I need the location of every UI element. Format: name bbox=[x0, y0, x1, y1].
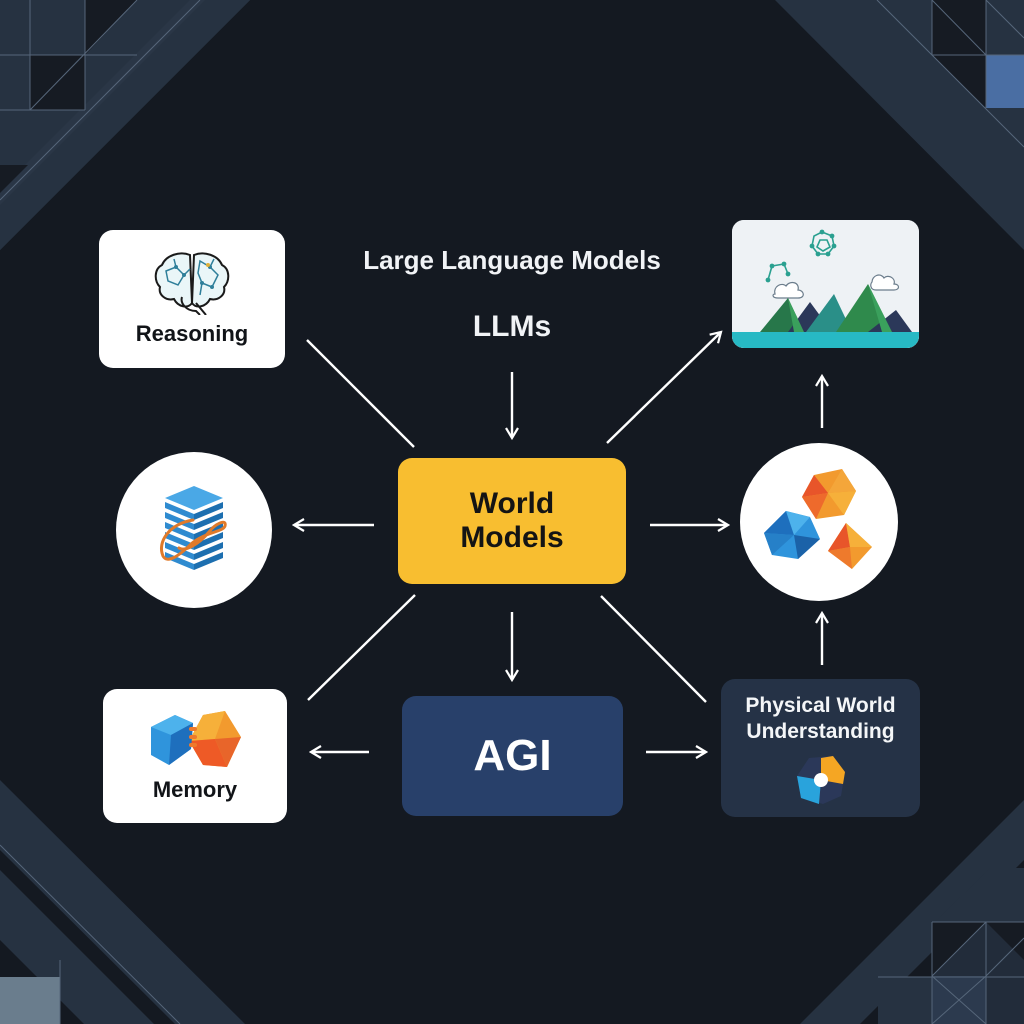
node-label: Memory bbox=[152, 777, 238, 802]
diagram-subtitle: LLMs bbox=[472, 310, 552, 343]
node-world-models[interactable]: World Models bbox=[398, 458, 626, 584]
node-database[interactable] bbox=[116, 452, 272, 608]
physical-label-line2: Understanding bbox=[746, 719, 895, 743]
interlocking-shapes-icon bbox=[151, 711, 241, 767]
agi-label: AGI bbox=[473, 731, 552, 780]
corner-pattern-bottom-right bbox=[800, 800, 1024, 1024]
corner-pattern-top-right bbox=[775, 0, 1024, 250]
node-memory[interactable]: Memory bbox=[103, 689, 287, 823]
landscape-molecule-icon bbox=[732, 220, 919, 348]
polyhedra-icon bbox=[764, 469, 872, 569]
node-agi[interactable]: AGI bbox=[402, 696, 623, 816]
world-models-label-line1: World bbox=[469, 486, 555, 520]
physical-label-line1: Physical World bbox=[745, 694, 896, 717]
brain-network-icon bbox=[154, 252, 230, 315]
node-physical-world-understanding[interactable]: Physical World Understanding bbox=[721, 679, 920, 817]
world-models-label-line2: Models bbox=[460, 521, 564, 554]
node-landscape[interactable] bbox=[732, 220, 919, 348]
segmented-orb-icon bbox=[796, 756, 845, 805]
diagram-title: Large Language Models bbox=[363, 245, 661, 275]
corner-pattern-bottom-left bbox=[0, 780, 245, 1024]
node-label: Reasoning bbox=[135, 321, 249, 346]
node-polyhedra[interactable] bbox=[740, 443, 898, 601]
node-reasoning[interactable]: Reasoning bbox=[99, 230, 285, 368]
corner-pattern-top-left bbox=[0, 0, 250, 250]
database-stack-icon bbox=[160, 486, 227, 570]
